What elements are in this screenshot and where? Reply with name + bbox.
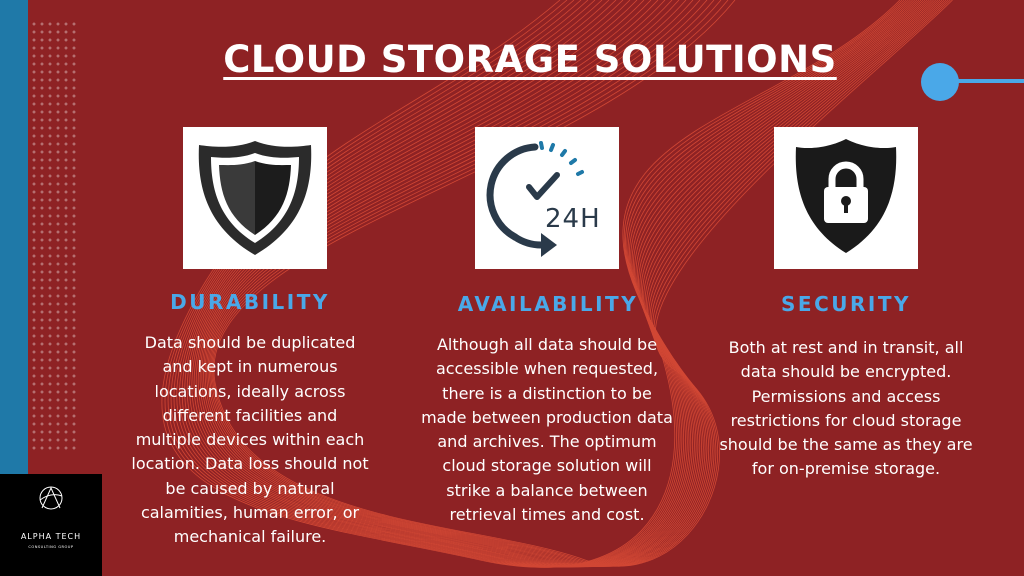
availability-description: Although all data should be accessible w… <box>421 335 673 525</box>
wave-line <box>201 0 934 567</box>
wave-line <box>211 0 949 567</box>
shield-icon <box>198 141 312 255</box>
wave-line <box>206 0 941 567</box>
availability-heading: AVAILABILITY <box>457 292 639 316</box>
security-icon-card <box>774 127 918 269</box>
wave-line <box>212 0 951 567</box>
wave-line <box>210 0 947 567</box>
shield-lock-icon <box>795 139 897 253</box>
durability-description: Data should be duplicated and kept in nu… <box>131 333 369 547</box>
alpha-logo-icon <box>39 486 63 510</box>
svg-text:24H: 24H <box>545 204 601 234</box>
page-title: CLOUD STORAGE SOLUTIONS <box>223 38 837 81</box>
accent-dot <box>921 63 959 101</box>
security-heading: SECURITY <box>781 292 911 316</box>
wave-line <box>203 0 936 567</box>
wave-line <box>207 0 943 567</box>
wave-line <box>199 0 932 567</box>
wave-line <box>213 0 953 567</box>
24h-availability-icon: 24H <box>486 141 601 257</box>
dot-pattern <box>30 20 76 450</box>
durability-icon-card <box>183 127 327 269</box>
company-logo: ALPHA TECH CONSULTING GROUP <box>0 474 102 576</box>
wave-line <box>208 0 945 567</box>
logo-name: ALPHA TECH <box>20 532 82 541</box>
durability-heading: DURABILITY <box>170 290 330 314</box>
wave-line <box>204 0 939 567</box>
accent-line <box>940 79 1024 83</box>
security-description: Both at rest and in transit, all data sh… <box>719 338 973 479</box>
availability-icon-card: 24H <box>475 127 619 269</box>
logo-subtitle: CONSULTING GROUP <box>28 545 74 549</box>
